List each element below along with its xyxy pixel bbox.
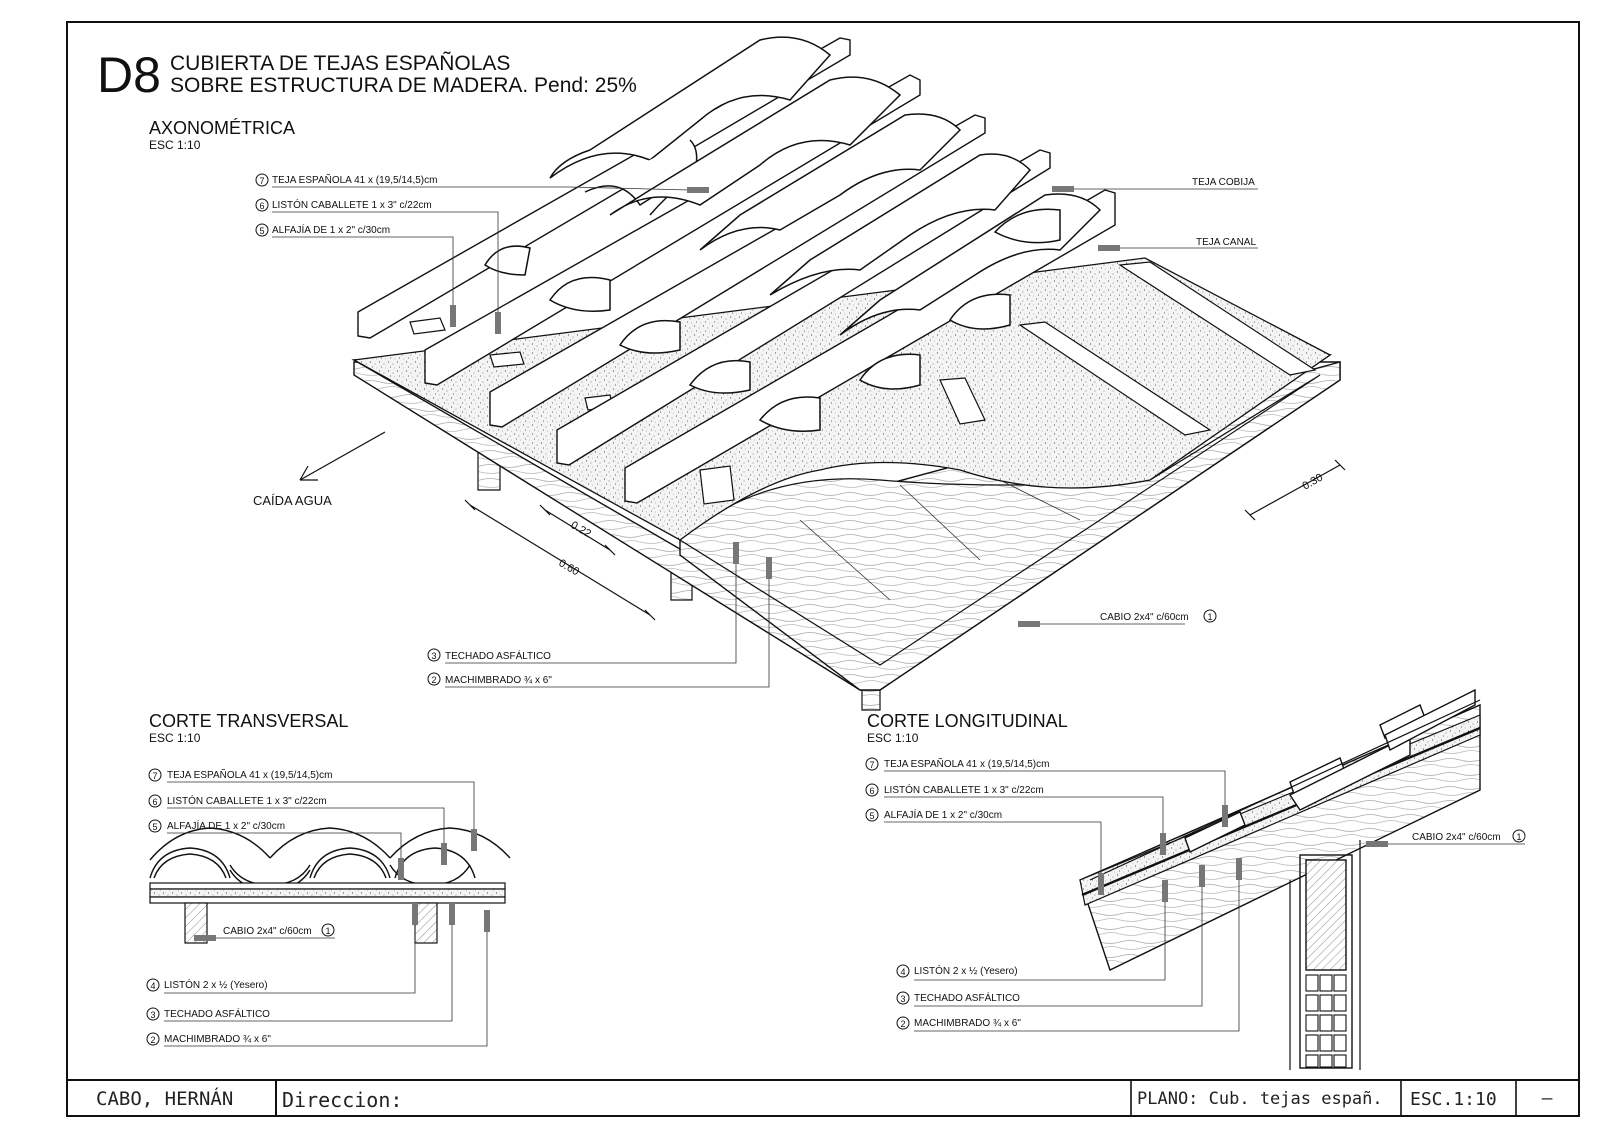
tr-callout-num-4: 4 [150,981,155,991]
axo-label-machimbrado: MACHIMBRADO ¾ x 6" [445,675,552,686]
longitudinal-scale: ESC 1:10 [867,731,919,745]
axo-callout-num-7: 7 [259,176,264,186]
longitudinal-heading: CORTE LONGITUDINAL [867,711,1068,731]
axo-label-techado: TECHADO ASFÁLTICO [445,649,551,662]
tr-label-teja: TEJA ESPAÑOLA 41 x (19,5/14,5)cm [167,768,332,781]
lo-label-machimbrado: MACHIMBRADO ¾ x 6" [914,1018,1021,1029]
tr-callout-num-6: 6 [152,797,157,807]
lo-label-liston: LISTÓN CABALLETE 1 x 3" c/22cm [884,783,1044,796]
lo-callout-num-6: 6 [869,786,874,796]
axo-lower-callouts: 3 TECHADO ASFÁLTICO 2 MACHIMBRADO ¾ x 6" [427,542,772,688]
tr-callout-num-1: 1 [325,926,330,936]
address-label: Direccion: [282,1088,402,1112]
lo-label-teja: TEJA ESPAÑOLA 41 x (19,5/14,5)cm [884,757,1049,770]
sheet-border [66,21,1580,1117]
sheet-number: — [1542,1088,1553,1109]
axo-label-alfajia: ALFAJÍA DE 1 x 2" c/30cm [272,223,390,236]
label-cabio-axo: CABIO 2x4" c/60cm [1100,612,1189,623]
title-line-2: SOBRE ESTRUCTURA DE MADERA. Pend: 25% [170,74,637,97]
label-teja-cobija: TEJA COBIJA [1192,177,1255,188]
transversal-section [149,827,511,944]
plan-name: PLANO: Cub. tejas españ. [1137,1089,1383,1109]
label-teja-canal: TEJA CANAL [1196,237,1256,248]
sheet-scale: ESC.1:10 [1410,1089,1497,1110]
tr-label-liston-yesero: LISTÓN 2 x ½ (Yesero) [164,978,268,991]
lo-callout-num-7: 7 [869,760,874,770]
lo-label-liston-yesero: LISTÓN 2 x ½ (Yesero) [914,964,1018,977]
lo-label-cabio: CABIO 2x4" c/60cm [1412,832,1501,843]
flow-label: CAÍDA AGUA [253,493,332,508]
tr-callout-num-5: 5 [152,822,157,832]
dim-0-30: 0.30 [1301,471,1326,492]
lo-callout-num-5: 5 [869,811,874,821]
axo-callout-num-3: 3 [431,651,436,661]
axo-right-callouts: TEJA COBIJA TEJA CANAL CABIO 2x4" c/60cm… [1018,177,1258,627]
tr-callout-num-7: 7 [152,771,157,781]
axo-callout-num-2: 2 [431,675,436,685]
axo-callouts: 7 TEJA ESPAÑOLA 41 x (19,5/14,5)cm 6 LIS… [255,173,709,334]
axo-callout-num-6: 6 [259,201,264,211]
lo-label-techado: TECHADO ASFÁLTICO [914,991,1020,1004]
title-line-1: CUBIERTA DE TEJAS ESPAÑOLAS [170,51,510,75]
longitudinal-section [1079,688,1481,1070]
axo-callout-num-5: 5 [259,226,264,236]
lo-callout-num-4: 4 [900,967,905,977]
transversal-callouts: 7 TEJA ESPAÑOLA 41 x (19,5/14,5)cm 6 LIS… [146,768,490,1047]
transversal-heading: CORTE TRANSVERSAL [149,711,348,731]
detail-code: D8 [97,47,161,103]
axo-heading: AXONOMÉTRICA [149,118,295,138]
transversal-scale: ESC 1:10 [149,731,201,745]
axonometric-roof: 0.22 0.60 0.30 CAÍDA AGUA [253,36,1346,711]
lo-callout-num-1: 1 [1516,832,1521,842]
axo-label-liston: LISTÓN CABALLETE 1 x 3" c/22cm [272,198,432,211]
tr-label-cabio: CABIO 2x4" c/60cm [223,926,312,937]
lo-callout-num-2: 2 [900,1019,905,1029]
lo-label-alfajia: ALFAJÍA DE 1 x 2" c/30cm [884,808,1002,821]
tr-label-liston: LISTÓN CABALLETE 1 x 3" c/22cm [167,794,327,807]
lo-callout-num-3: 3 [900,994,905,1004]
tr-callout-num-3: 3 [150,1010,155,1020]
longitudinal-callouts: 7 TEJA ESPAÑOLA 41 x (19,5/14,5)cm 6 LIS… [865,757,1526,1032]
axo-callout-num-1: 1 [1207,612,1212,622]
axo-label-teja: TEJA ESPAÑOLA 41 x (19,5/14,5)cm [272,173,437,186]
dim-0-60: 0.60 [557,557,582,578]
tr-label-techado: TECHADO ASFÁLTICO [164,1007,270,1020]
title-block: CABO, HERNÁN Direccion: PLANO: Cub. teja… [67,1079,1579,1116]
axo-scale: ESC 1:10 [149,138,201,152]
tr-label-machimbrado: MACHIMBRADO ¾ x 6" [164,1034,271,1045]
author-name: CABO, HERNÁN [96,1087,233,1110]
tr-label-alfajia: ALFAJÍA DE 1 x 2" c/30cm [167,819,285,832]
tr-callout-num-2: 2 [150,1035,155,1045]
